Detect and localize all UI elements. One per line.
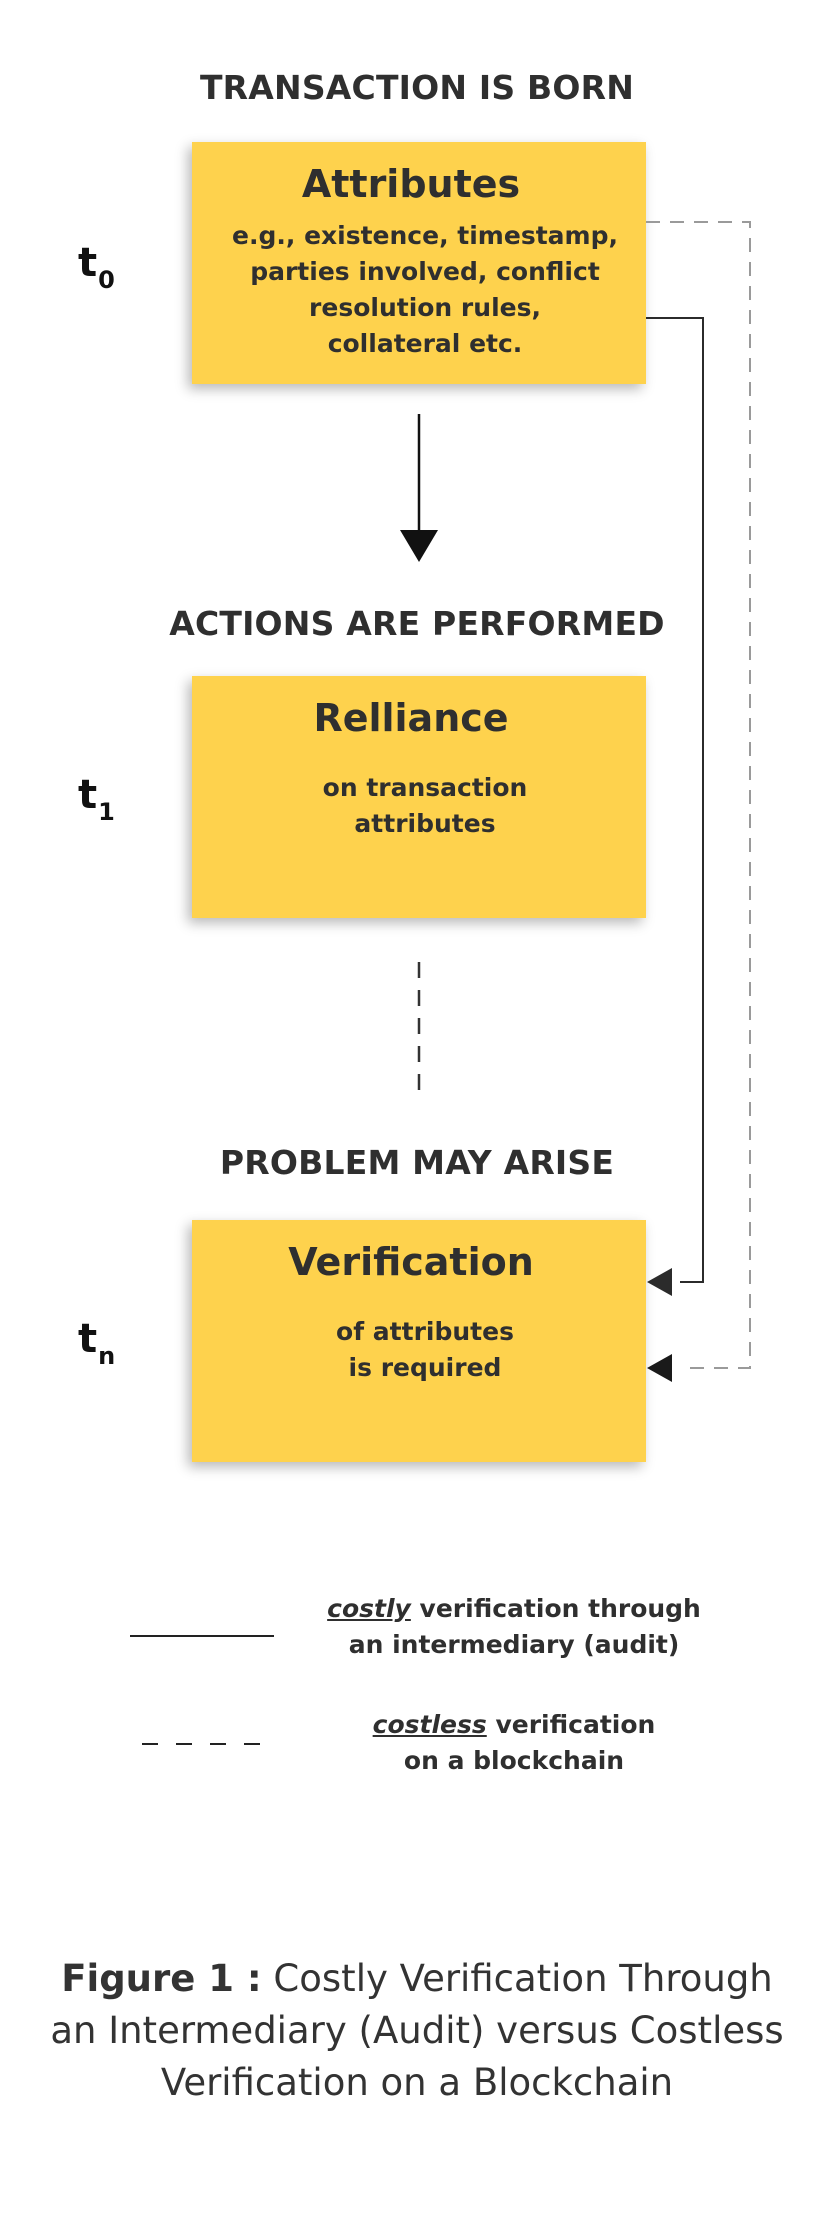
time-label-subscript: 1 [98, 798, 115, 826]
attributes-desc-line: parties involved, conflict [250, 257, 600, 286]
time-label-tn: tn [78, 1316, 115, 1370]
solid-audit-arrowhead [647, 1268, 672, 1296]
stage-heading-problem: PROBLEM MAY ARISE [219, 1143, 615, 1182]
reliance-desc-line: on transaction [322, 773, 528, 802]
time-label-base: t [78, 240, 98, 286]
time-label-subscript: 0 [98, 266, 115, 294]
caption-label: Figure 1 : [61, 1957, 262, 2000]
legend-dashed-line1: costless verification [304, 1707, 724, 1743]
caption-line3: Verification on a Blockchain [160, 2061, 674, 2104]
time-label-subscript: n [98, 1342, 116, 1370]
verification-box-description: of attributes is required [204, 1314, 646, 1386]
attributes-desc-line: collateral etc. [327, 329, 523, 358]
stage-heading-born: TRANSACTION IS BORN [199, 68, 635, 107]
verification-box: Verification of attributes is required [192, 1220, 646, 1462]
caption-line2: an Intermediary (Audit) versus Costless [50, 2009, 784, 2052]
reliance-desc-line: attributes [354, 809, 496, 838]
legend-dashed-label: costless verification on a blockchain [304, 1707, 724, 1779]
caption-text-line1: Costly Verification Through [261, 1957, 773, 2000]
attributes-desc-line: e.g., existence, timestamp, [232, 221, 618, 250]
time-label-base: t [78, 1316, 98, 1362]
stage-heading-actions: ACTIONS ARE PERFORMED [169, 604, 665, 643]
reliance-box-title: Relliance [313, 696, 509, 740]
figure-caption: Figure 1 : Costly Verification Through a… [0, 1953, 834, 2109]
time-label-t1: t1 [78, 772, 115, 826]
legend-solid-line1: costly verification through [304, 1591, 724, 1627]
caption-line1: Figure 1 : Costly Verification Through [0, 1953, 834, 2005]
time-label-t0: t0 [78, 240, 115, 294]
verification-desc-line: of attributes [336, 1317, 514, 1346]
solid-audit-path [646, 317, 704, 1283]
attributes-box-title: Attributes [301, 162, 521, 206]
legend-solid-rest: verification through [410, 1594, 701, 1623]
reliance-box-description: on transaction attributes [204, 770, 646, 842]
legend-dashed-emphasis: costless [372, 1710, 487, 1739]
down-arrow-head [400, 530, 438, 562]
attributes-box: Attributes e.g., existence, timestamp, p… [192, 142, 646, 384]
legend-solid-emphasis: costly [327, 1594, 411, 1623]
verification-box-title: Verification [288, 1240, 534, 1284]
attributes-desc-line: resolution rules, [309, 293, 541, 322]
verification-desc-line: is required [348, 1353, 502, 1382]
legend-dashed-rest: verification [486, 1710, 656, 1739]
dashed-blockchain-arrowhead [647, 1354, 672, 1382]
legend-dashed-line2: on a blockchain [403, 1746, 625, 1775]
attributes-box-description: e.g., existence, timestamp, parties invo… [204, 218, 646, 362]
dashed-blockchain-path [646, 221, 751, 1369]
reliance-box: Relliance on transaction attributes [192, 676, 646, 918]
legend-solid-label: costly verification through an intermedi… [304, 1591, 724, 1663]
time-label-base: t [78, 772, 98, 818]
legend-solid-line2: an intermediary (audit) [348, 1630, 680, 1659]
